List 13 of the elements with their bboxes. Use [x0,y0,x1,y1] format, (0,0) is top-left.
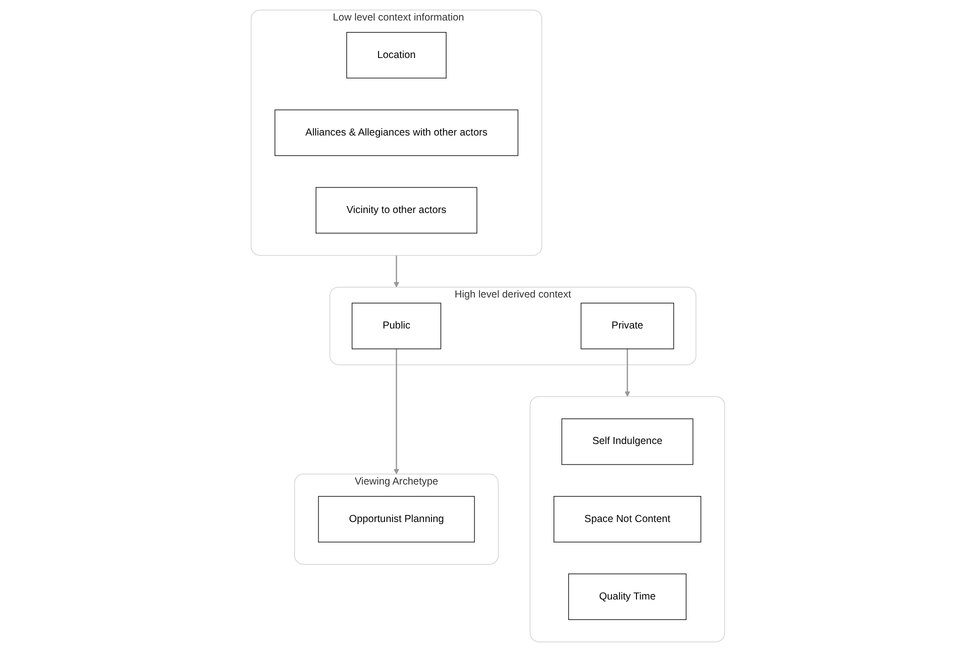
arrow [393,255,399,288]
node-box: Location [346,32,446,78]
node-box: Vicinity to other actors [315,187,477,234]
node-box: Public [351,302,441,350]
arrow [393,348,399,474]
arrow [624,348,630,397]
node-box: Alliances & Allegiances with other actors [274,110,518,156]
node-box: Opportunist Planning [318,496,474,542]
cluster [529,396,725,642]
node-box: Self Indulgence [561,418,693,465]
node-box: Space Not Content [553,496,701,542]
node-box: Quality Time [568,574,686,620]
node-box: Private [580,302,674,350]
